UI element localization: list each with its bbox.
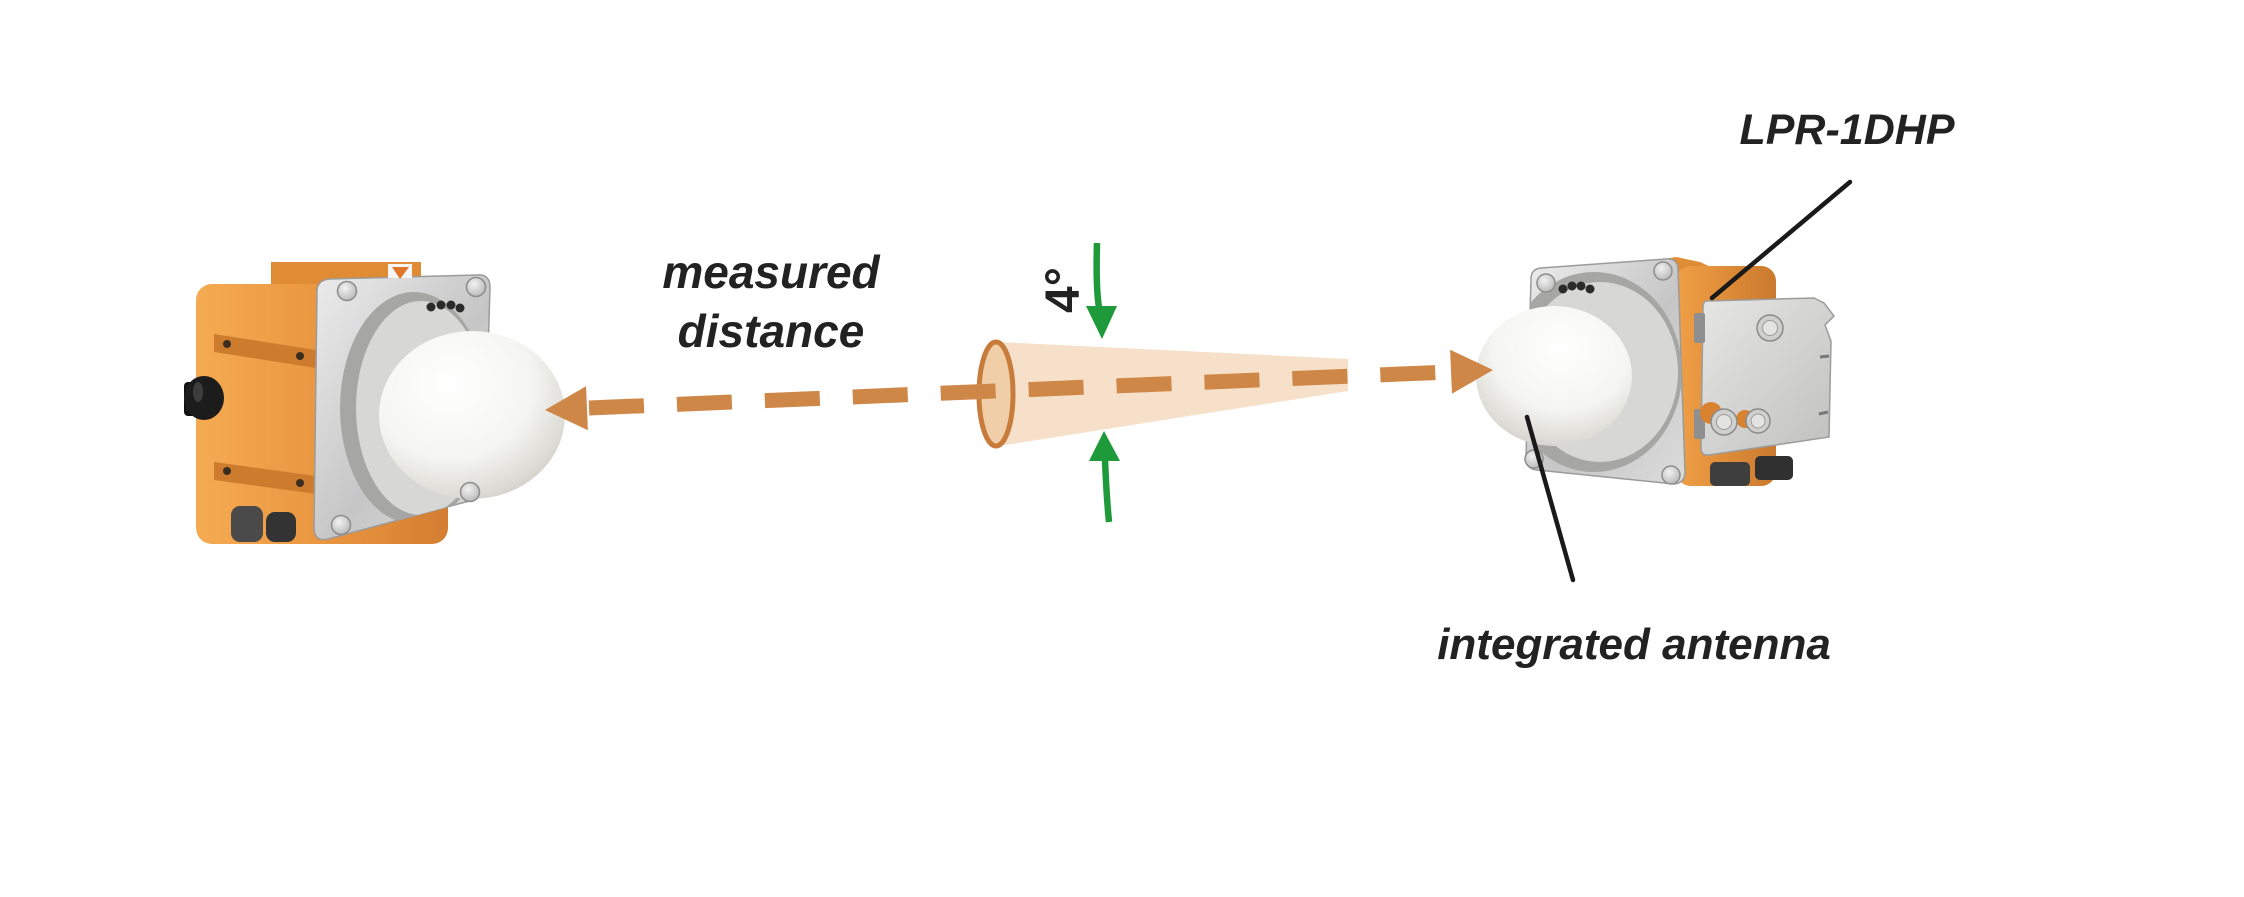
angle-arrow-up-stem bbox=[1101, 459, 1113, 523]
arrowhead-right-icon bbox=[1450, 349, 1493, 394]
left-antenna-dome bbox=[379, 331, 565, 499]
cable-gland bbox=[184, 376, 224, 420]
right-antenna-dome bbox=[1476, 306, 1632, 446]
beam-angle-annotation bbox=[1086, 242, 1120, 523]
left-alignment-marker bbox=[388, 264, 412, 279]
beam-angle-label: 4° bbox=[1037, 267, 1090, 313]
measured-distance-arrow bbox=[545, 349, 1493, 431]
device-model-label: LPR-1DHP bbox=[1739, 106, 1955, 154]
measured-distance-line2: distance bbox=[677, 304, 865, 357]
arrowhead-left-icon bbox=[545, 386, 588, 431]
left-mounting-rails bbox=[214, 334, 316, 494]
integrated-antenna-label: integrated antenna bbox=[1437, 620, 1831, 669]
beam-cone bbox=[999, 342, 1348, 446]
left-radar-device bbox=[184, 262, 565, 544]
angle-arrow-down-icon bbox=[1086, 306, 1117, 339]
antenna-leader-line bbox=[1524, 414, 1576, 583]
right-device-feet bbox=[1710, 456, 1793, 486]
angle-arrow-up-icon bbox=[1089, 431, 1120, 461]
left-corner-screws bbox=[330, 276, 487, 536]
bottom-glands bbox=[231, 506, 296, 542]
left-led-indicators bbox=[426, 300, 465, 313]
angle-arrow-down-stem bbox=[1093, 242, 1104, 313]
bracket-edge-notches bbox=[1818, 354, 1830, 416]
model-leader-line bbox=[1709, 179, 1853, 301]
bracket-bolts bbox=[1710, 314, 1784, 436]
right-led-indicators bbox=[1558, 281, 1595, 294]
measured-distance-line1: measured bbox=[662, 246, 880, 298]
right-radar-device bbox=[1476, 257, 1835, 486]
dashed-line bbox=[588, 364, 1450, 416]
measured-distance-label: measured distance bbox=[598, 243, 944, 361]
